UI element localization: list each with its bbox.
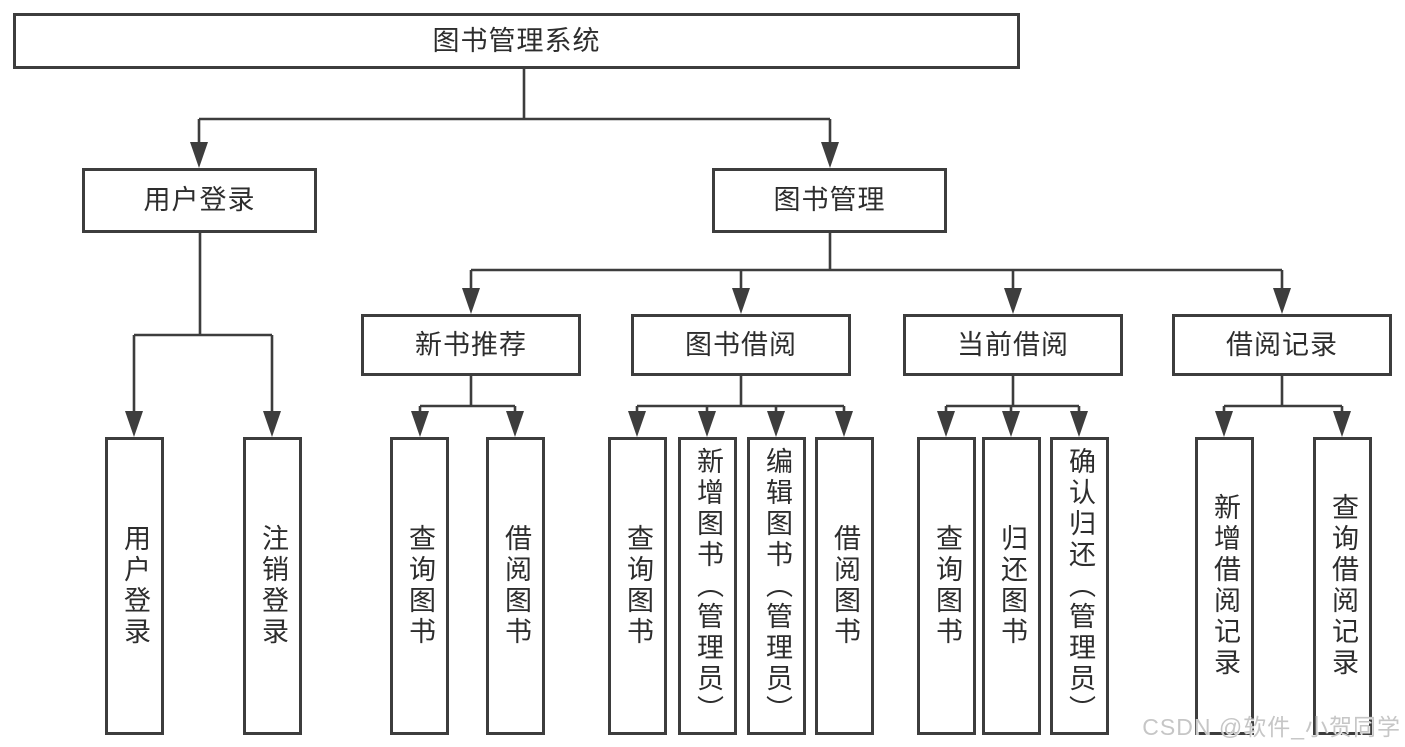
- leaf-return-books: 归还图书: [982, 437, 1041, 735]
- leaf-borrow-books-recommend: 借阅图书: [486, 437, 545, 735]
- node-label: 图书管理系统: [432, 25, 601, 56]
- leaf-add-borrow-record: 新增借阅记录: [1195, 437, 1254, 735]
- node-label: 新增图书（管理员）: [693, 446, 723, 726]
- node-label: 查询图书: [932, 524, 962, 648]
- leaf-add-book-admin: 新增图书（管理员）: [678, 437, 737, 735]
- leaf-logout: 注销登录: [243, 437, 302, 735]
- node-label: 查询图书: [623, 524, 653, 648]
- node-book-borrowing: 图书借阅: [631, 314, 851, 376]
- node-label: 用户登录: [120, 524, 150, 648]
- csdn-watermark: CSDN @软件_小贺同学: [1142, 714, 1401, 740]
- node-label: 编辑图书（管理员）: [762, 446, 792, 726]
- leaf-user-login: 用户登录: [105, 437, 164, 735]
- leaf-edit-book-admin: 编辑图书（管理员）: [747, 437, 806, 735]
- node-book-management: 图书管理: [712, 168, 947, 233]
- node-label: 用户登录: [143, 185, 256, 215]
- leaf-borrow-books-borrowing: 借阅图书: [815, 437, 874, 735]
- node-label: 注销登录: [258, 524, 288, 648]
- node-label: 查询图书: [405, 524, 435, 648]
- node-borrowing-records: 借阅记录: [1172, 314, 1392, 376]
- node-label: 借阅记录: [1226, 329, 1338, 360]
- node-label: 当前借阅: [957, 329, 1069, 360]
- leaf-query-borrow-record: 查询借阅记录: [1313, 437, 1372, 735]
- node-label: 借阅图书: [501, 524, 531, 648]
- node-label: 新书推荐: [415, 329, 527, 360]
- leaf-query-books-current: 查询图书: [917, 437, 976, 735]
- node-label: 图书借阅: [685, 329, 797, 360]
- node-label: 查询借阅记录: [1328, 493, 1358, 679]
- node-new-book-recommendation: 新书推荐: [361, 314, 581, 376]
- leaf-query-books-borrowing: 查询图书: [608, 437, 667, 735]
- node-user-login: 用户登录: [82, 168, 317, 233]
- node-label: 确认归还（管理员）: [1065, 446, 1095, 726]
- node-label: 新增借阅记录: [1210, 493, 1240, 679]
- node-current-borrowing: 当前借阅: [903, 314, 1123, 376]
- leaf-confirm-return-admin: 确认归还（管理员）: [1050, 437, 1109, 735]
- node-label: 借阅图书: [830, 524, 860, 648]
- leaf-query-books-recommend: 查询图书: [390, 437, 449, 735]
- node-library-management-system: 图书管理系统: [13, 13, 1020, 69]
- node-label: 图书管理: [773, 185, 886, 215]
- node-label: 归还图书: [997, 524, 1027, 648]
